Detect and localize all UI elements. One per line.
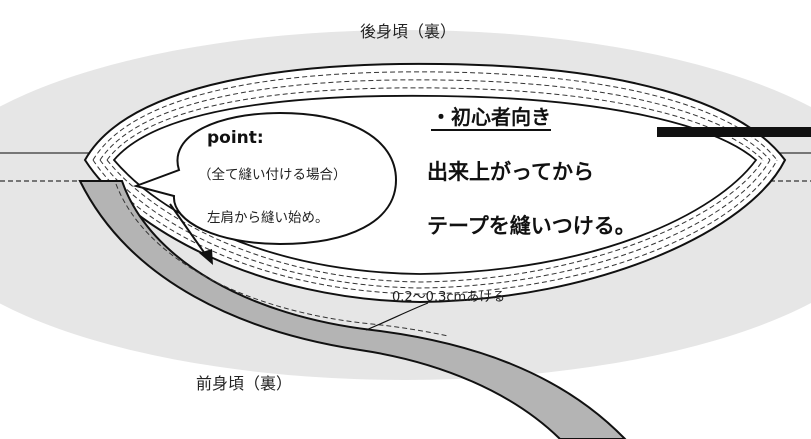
gap-leader-line — [365, 302, 429, 331]
note-line-1: 出来上がってから — [427, 160, 594, 184]
tape-stitch — [115, 183, 449, 337]
black-bar — [657, 127, 811, 137]
note-heading: ・初心者向き — [431, 105, 551, 129]
bias-tape — [78, 180, 627, 439]
bubble-instruction: 左肩から縫い始め。 — [207, 210, 329, 226]
note-line-2: テープを縫いつける。 — [427, 214, 636, 238]
speech-bubble — [132, 111, 398, 246]
bubble-condition: （全て縫い付ける場合） — [198, 167, 347, 183]
bubble-title: point: — [207, 128, 264, 148]
front-bodice-label: 前身頃（裏） — [196, 374, 293, 393]
direction-arrow — [169, 203, 213, 265]
back-bodice-label: 後身頃（裏） — [360, 22, 457, 41]
stitch-lines — [92, 71, 778, 295]
gap-label: 0.2〜0.3cmあける — [392, 290, 506, 305]
